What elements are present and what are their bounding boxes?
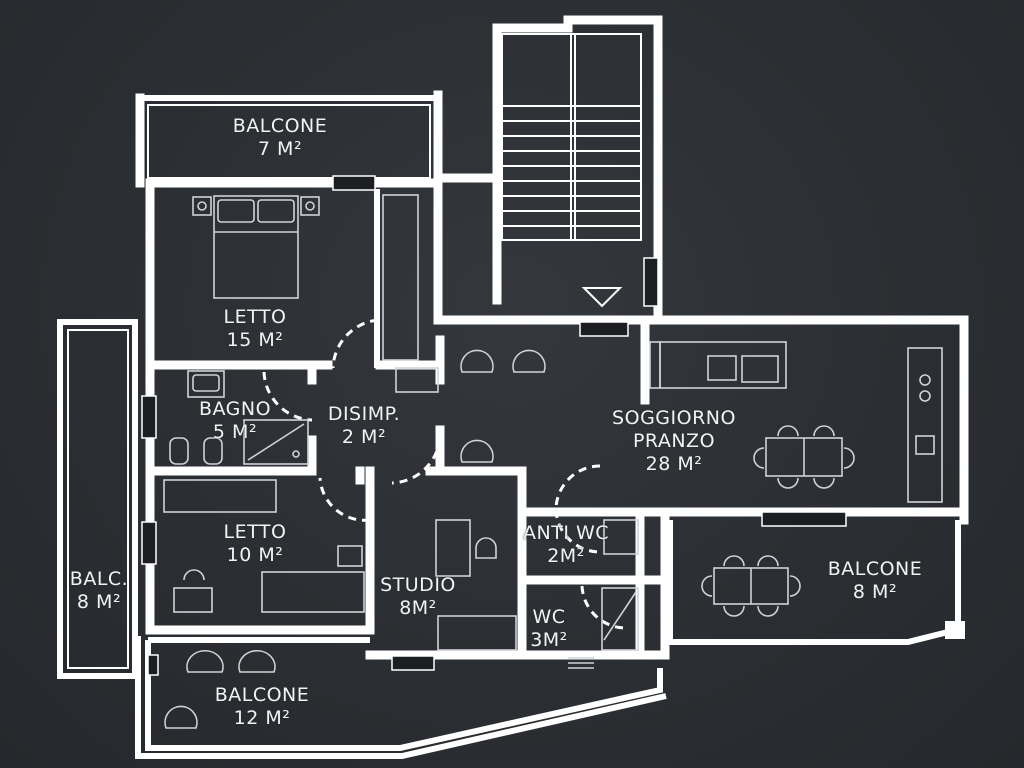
wardrobe xyxy=(382,194,419,361)
room-area: 8 M² xyxy=(852,581,898,603)
balcony-armchair-icon xyxy=(164,649,276,729)
bottom-balcony-outline xyxy=(135,636,667,759)
room-name: STUDIO xyxy=(380,574,456,596)
vent-grille xyxy=(568,657,594,669)
balcony-table-icon xyxy=(701,555,801,617)
room-name: WC xyxy=(532,606,566,628)
room-name: LETTO xyxy=(223,521,287,543)
room-label-anti-wc: ANTI WC 2M² xyxy=(523,522,609,568)
left-balcony-outline xyxy=(57,319,138,679)
armchair-icon xyxy=(460,349,546,463)
room-name: LETTO xyxy=(223,306,287,328)
door-swings xyxy=(262,318,626,630)
room-label-balcone-top: BALCONE 7 M² xyxy=(210,115,350,161)
toilet-icon xyxy=(169,437,223,465)
room-area: 12 M² xyxy=(233,707,291,729)
desk-icon xyxy=(435,519,517,651)
room-area: 8 M² xyxy=(76,591,122,613)
sofa-icon xyxy=(649,341,787,389)
room-area: 8M² xyxy=(399,597,437,619)
room-label-bagno: BAGNO 5 M² xyxy=(180,398,290,444)
room-name: BAGNO xyxy=(198,398,272,420)
room-area: 5 M² xyxy=(212,421,258,443)
bathroom-fixtures xyxy=(169,370,309,465)
room-area: 3M² xyxy=(530,629,568,651)
windows xyxy=(141,175,847,676)
room-area: 7 M² xyxy=(257,138,303,160)
room-area: 10 M² xyxy=(226,544,284,566)
single-bed-icon xyxy=(163,479,365,613)
stair-icon xyxy=(501,33,642,241)
kitchen-counter-icon xyxy=(907,347,943,503)
walls xyxy=(135,15,969,660)
room-label-soggiorno: SOGGIORNO PRANZO 28 M² xyxy=(594,407,754,476)
room-label-studio: STUDIO 8M² xyxy=(370,574,466,620)
room-area: 2M² xyxy=(547,545,585,567)
room-name: DISIMP. xyxy=(327,403,401,425)
sink-icon xyxy=(603,519,639,555)
room-name: BALCONE xyxy=(214,684,310,706)
room-label-balcone-bottom: BALCONE 12 M² xyxy=(195,684,329,730)
room-name: SOGGIORNO xyxy=(612,407,736,429)
shelf xyxy=(395,367,439,393)
room-name: BALCONE xyxy=(827,558,923,580)
room-name-2: PRANZO xyxy=(632,430,716,452)
room-name: BALCONE xyxy=(232,115,328,137)
entrance-triangle-icon xyxy=(581,287,623,308)
room-label-disimpegno: DISIMP. 2 M² xyxy=(314,403,414,449)
room-name: ANTI WC xyxy=(523,522,610,544)
room-label-letto-10: LETTO 10 M² xyxy=(190,521,320,567)
room-name: BALC. xyxy=(69,568,129,590)
dining-table-icon xyxy=(753,425,855,489)
room-area: 2 M² xyxy=(341,426,387,448)
room-label-letto-15: LETTO 15 M² xyxy=(190,306,320,352)
room-label-wc: WC 3M² xyxy=(524,606,574,652)
room-area: 15 M² xyxy=(226,329,284,351)
room-label-balcone-right: BALCONE 8 M² xyxy=(810,558,940,604)
right-balcony-outline xyxy=(667,520,965,645)
room-label-balc-left: BALC. 8 M² xyxy=(64,568,134,614)
room-area: 28 M² xyxy=(645,453,703,475)
wc-shower-icon xyxy=(601,587,639,651)
bed-icon xyxy=(192,195,320,299)
top-balcony-inner xyxy=(147,104,431,179)
shower-icon xyxy=(243,419,309,465)
